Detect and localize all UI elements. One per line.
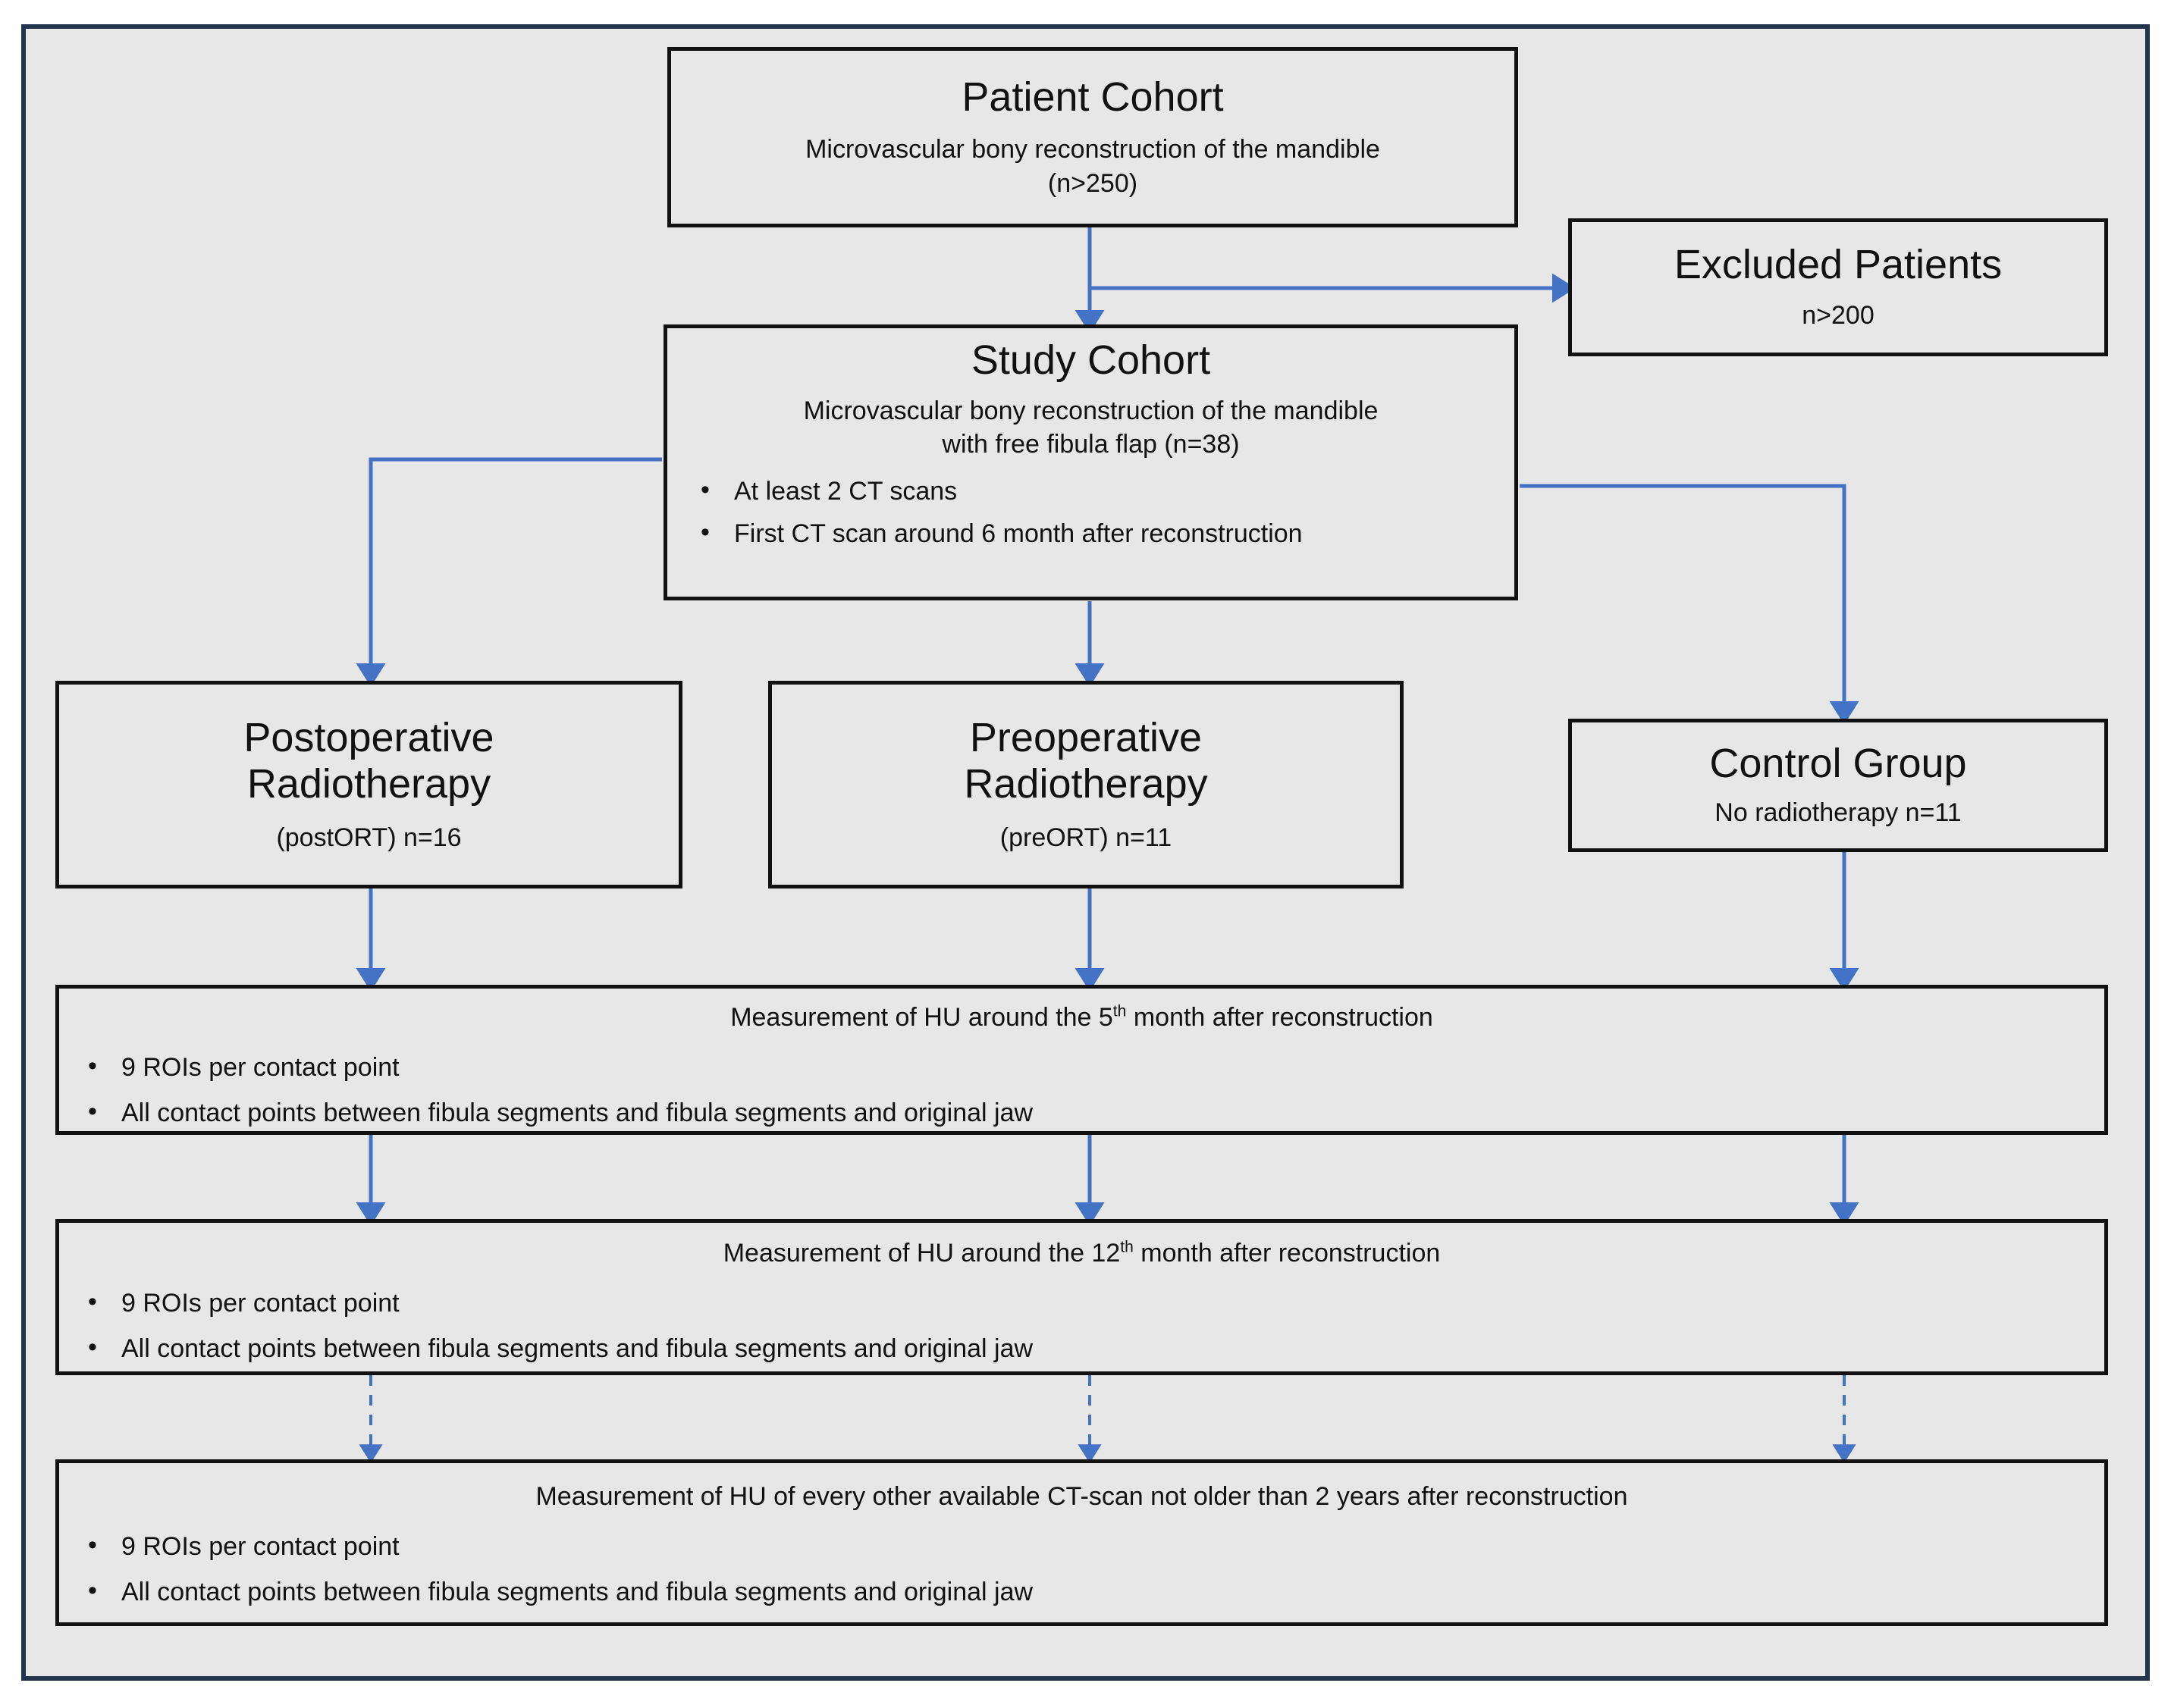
patient-cohort-title: Patient Cohort	[962, 74, 1224, 121]
list-item: All contact points between fibula segmen…	[74, 1095, 2089, 1131]
node-measurement-month-12[interactable]: Measurement of HU around the 12th month …	[55, 1219, 2108, 1375]
measurement-other-heading: Measurement of HU of every other availab…	[535, 1482, 1628, 1511]
list-item: 9 ROIs per contact point	[74, 1285, 2089, 1321]
list-item: First CT scan around 6 month after recon…	[684, 516, 1498, 552]
measurement-month-12-heading-sup: th	[1120, 1238, 1134, 1256]
measurement-month-5-heading: Measurement of HU around the 5th month a…	[74, 1001, 2089, 1034]
node-study-cohort[interactable]: Study Cohort Microvascular bony reconstr…	[664, 324, 1518, 600]
node-measurement-month-5[interactable]: Measurement of HU around the 5th month a…	[55, 985, 2108, 1135]
control-group-subtitle: No radiotherapy n=11	[1715, 798, 1962, 828]
measurement-month-5-heading-suffix: month after reconstruction	[1126, 1003, 1433, 1032]
excluded-patients-title: Excluded Patients	[1674, 242, 2003, 288]
postort-subtitle: (postORT) n=16	[276, 823, 462, 852]
measurement-month-5-heading-sup: th	[1112, 1002, 1127, 1020]
study-cohort-title: Study Cohort	[971, 337, 1211, 383]
preort-title: Preoperative Radiotherapy	[964, 714, 1208, 807]
measurement-month-12-heading: Measurement of HU around the 12th month …	[74, 1236, 2089, 1270]
node-patient-cohort[interactable]: Patient Cohort Microvascular bony recons…	[667, 47, 1518, 227]
node-control-group[interactable]: Control Group No radiotherapy n=11	[1568, 719, 2108, 852]
measurement-month-12-bullets: 9 ROIs per contact point All contact poi…	[74, 1285, 2089, 1367]
list-item: All contact points between fibula segmen…	[74, 1330, 2089, 1367]
excluded-patients-subtitle: n>200	[1802, 301, 1875, 331]
list-item: All contact points between fibula segmen…	[74, 1574, 2089, 1610]
list-item: 9 ROIs per contact point	[74, 1528, 2089, 1565]
postort-title: Postoperative Radiotherapy	[243, 714, 494, 807]
list-item: 9 ROIs per contact point	[74, 1049, 2089, 1086]
preort-subtitle: (preORT) n=11	[999, 823, 1172, 852]
node-measurement-other-scans[interactable]: Measurement of HU of every other availab…	[55, 1459, 2108, 1626]
measurement-month-5-heading-prefix: Measurement of HU around the 5	[730, 1003, 1113, 1032]
measurement-month-12-heading-prefix: Measurement of HU around the 12	[723, 1239, 1121, 1268]
patient-cohort-subtitle: Microvascular bony reconstruction of the…	[805, 135, 1380, 198]
study-cohort-bullets: At least 2 CT scans First CT scan around…	[684, 473, 1498, 552]
node-postoperative-radiotherapy[interactable]: Postoperative Radiotherapy (postORT) n=1…	[55, 681, 682, 888]
node-preoperative-radiotherapy[interactable]: Preoperative Radiotherapy (preORT) n=11	[768, 681, 1404, 888]
measurement-month-12-heading-suffix: month after reconstruction	[1133, 1239, 1441, 1268]
node-excluded-patients[interactable]: Excluded Patients n>200	[1568, 218, 2108, 356]
control-group-title: Control Group	[1709, 741, 1967, 787]
study-cohort-subtitle: Microvascular bony reconstruction of the…	[803, 396, 1379, 459]
measurement-other-bullets: 9 ROIs per contact point All contact poi…	[74, 1528, 2089, 1610]
measurement-month-5-bullets: 9 ROIs per contact point All contact poi…	[74, 1049, 2089, 1131]
list-item: At least 2 CT scans	[684, 473, 1498, 509]
